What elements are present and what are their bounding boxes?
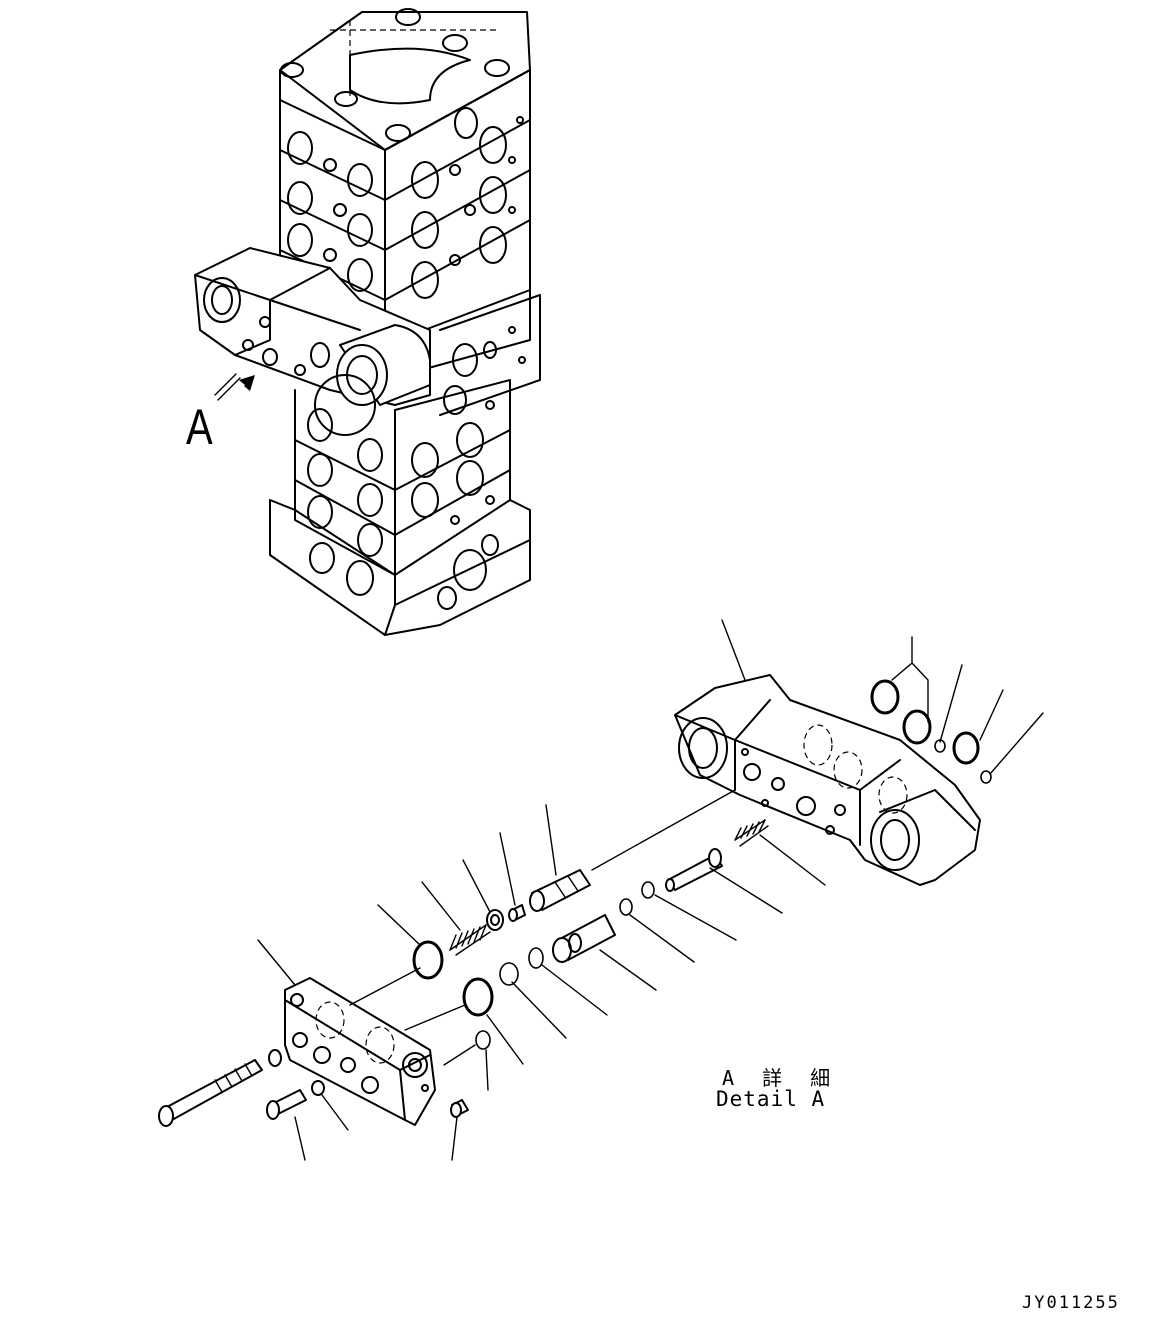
bridge-block-detail xyxy=(674,674,981,886)
bridge-block-installed xyxy=(194,247,431,436)
drawing-number: JY011255 xyxy=(1022,1293,1120,1313)
short-bolt xyxy=(266,1080,325,1120)
detail-title-english: Detail A xyxy=(716,1087,826,1111)
poppet xyxy=(552,914,616,963)
long-bolt xyxy=(158,1049,282,1127)
small-piston xyxy=(508,904,526,922)
o-rings xyxy=(412,679,992,1050)
spring-seat xyxy=(486,909,504,931)
plug xyxy=(450,1099,469,1118)
spool xyxy=(529,869,591,912)
cover-plate-detail xyxy=(284,977,436,1126)
leader-lines xyxy=(257,619,1044,1161)
view-label: A xyxy=(186,399,213,455)
pin xyxy=(665,848,723,892)
detail-title-japanese: A 詳 細 xyxy=(722,1066,839,1090)
spring-small xyxy=(734,819,769,847)
spring xyxy=(449,924,491,956)
view-arrow xyxy=(214,373,255,406)
assembly-lines xyxy=(349,789,736,1066)
